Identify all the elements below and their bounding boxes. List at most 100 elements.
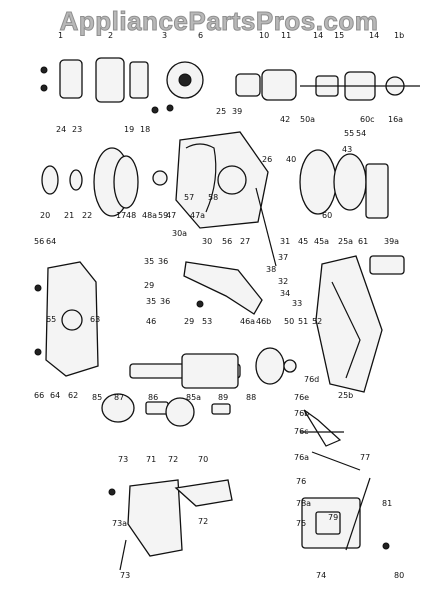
part-label-54: 54 bbox=[356, 129, 366, 138]
part-label-30: 30 bbox=[202, 237, 212, 246]
part-label-73a: 73a bbox=[112, 519, 127, 528]
part-label-1b: 1b bbox=[394, 31, 404, 40]
part-label-70: 70 bbox=[198, 455, 208, 464]
switch-panel bbox=[301, 477, 390, 551]
shaft-bearing-assembly bbox=[235, 69, 420, 101]
part-label-66: 66 bbox=[34, 391, 44, 400]
part-label-32: 32 bbox=[278, 277, 288, 286]
part-label-35: 35 bbox=[146, 297, 156, 306]
part-label-72: 72 bbox=[168, 455, 178, 464]
part-label-85a: 85a bbox=[186, 393, 201, 402]
part-label-18: 18 bbox=[140, 125, 150, 134]
part-label-58: 58 bbox=[208, 193, 218, 202]
part-label-76: 76 bbox=[296, 477, 306, 486]
part-label-45a: 45a bbox=[314, 237, 329, 246]
part-label-25b: 25b bbox=[338, 391, 353, 400]
part-label-15: 15 bbox=[334, 31, 344, 40]
part-label-60: 60 bbox=[322, 211, 332, 220]
part-label-1: 1 bbox=[58, 31, 63, 40]
part-label-72: 72 bbox=[198, 517, 208, 526]
gear-housing-left bbox=[34, 261, 99, 377]
part-label-39a: 39a bbox=[384, 237, 399, 246]
part-label-47a: 47a bbox=[190, 211, 205, 220]
part-label-6: 6 bbox=[198, 31, 203, 40]
part-label-57: 57 bbox=[184, 193, 194, 202]
part-label-56: 56 bbox=[222, 237, 232, 246]
part-label-34: 34 bbox=[280, 289, 290, 298]
part-label-11: 11 bbox=[281, 31, 291, 40]
part-label-50: 50 bbox=[284, 317, 294, 326]
part-label-36: 36 bbox=[160, 297, 170, 306]
clutch-cover bbox=[315, 255, 405, 393]
part-label-19: 19 bbox=[124, 125, 134, 134]
brush-holder-assembly bbox=[40, 57, 204, 114]
part-label-39: 39 bbox=[232, 107, 242, 116]
part-label-45: 45 bbox=[298, 237, 308, 246]
part-label-25: 25 bbox=[216, 107, 226, 116]
part-label-76e: 76e bbox=[294, 393, 309, 402]
part-label-38: 38 bbox=[266, 265, 276, 274]
part-label-76c: 76c bbox=[294, 427, 309, 436]
part-label-16a: 16a bbox=[388, 115, 403, 124]
part-label-14: 14 bbox=[369, 31, 379, 40]
drive-shaft-assembly bbox=[129, 347, 297, 389]
part-label-74: 74 bbox=[316, 571, 326, 580]
part-label-63: 63 bbox=[90, 315, 100, 324]
coupling-parts bbox=[101, 393, 231, 427]
part-label-46a: 46a bbox=[240, 317, 255, 326]
part-label-2: 2 bbox=[108, 31, 113, 40]
part-label-29: 29 bbox=[144, 281, 154, 290]
part-label-88: 88 bbox=[246, 393, 256, 402]
part-label-26: 26 bbox=[262, 155, 272, 164]
part-label-17: 17 bbox=[116, 211, 126, 220]
part-label-48: 48 bbox=[126, 211, 136, 220]
part-label-29: 29 bbox=[184, 317, 194, 326]
part-label-3: 3 bbox=[162, 31, 167, 40]
part-label-46b: 46b bbox=[256, 317, 271, 326]
part-label-50a: 50a bbox=[300, 115, 315, 124]
part-label-76d: 76d bbox=[304, 375, 319, 384]
end-shield-assembly bbox=[299, 149, 389, 219]
part-label-25a: 25a bbox=[338, 237, 353, 246]
part-label-78a: 78a bbox=[296, 499, 311, 508]
part-label-60c: 60c bbox=[360, 115, 375, 124]
part-label-76b: 76b bbox=[294, 409, 309, 418]
part-label-51: 51 bbox=[298, 317, 308, 326]
part-label-53: 53 bbox=[202, 317, 212, 326]
bottom-bracket bbox=[108, 479, 233, 571]
part-label-73: 73 bbox=[118, 455, 128, 464]
part-label-86: 86 bbox=[148, 393, 158, 402]
part-label-59: 59 bbox=[158, 211, 168, 220]
lever-linkage bbox=[183, 187, 277, 315]
spring-lever-parts bbox=[300, 409, 361, 471]
part-label-85: 85 bbox=[92, 393, 102, 402]
part-label-52: 52 bbox=[312, 317, 322, 326]
part-label-47: 47 bbox=[166, 211, 176, 220]
part-label-35: 35 bbox=[144, 257, 154, 266]
part-label-79: 79 bbox=[328, 513, 338, 522]
part-label-62: 62 bbox=[68, 391, 78, 400]
part-label-42: 42 bbox=[280, 115, 290, 124]
part-label-64: 64 bbox=[50, 391, 60, 400]
part-label-22: 22 bbox=[82, 211, 92, 220]
part-label-33: 33 bbox=[292, 299, 302, 308]
part-label-77: 77 bbox=[360, 453, 370, 462]
watermark-logo: AppliancePartsPros.com bbox=[59, 6, 379, 37]
part-label-40: 40 bbox=[286, 155, 296, 164]
part-label-23: 23 bbox=[72, 125, 82, 134]
part-label-61: 61 bbox=[358, 237, 368, 246]
part-label-37: 37 bbox=[278, 253, 288, 262]
part-label-75: 75 bbox=[296, 519, 306, 528]
part-label-43: 43 bbox=[342, 145, 352, 154]
part-label-30a: 30a bbox=[172, 229, 187, 238]
part-label-46: 46 bbox=[146, 317, 156, 326]
part-label-56: 56 bbox=[34, 237, 44, 246]
part-label-80: 80 bbox=[394, 571, 404, 580]
part-label-21: 21 bbox=[64, 211, 74, 220]
part-label-73: 73 bbox=[120, 571, 130, 580]
part-label-20: 20 bbox=[40, 211, 50, 220]
part-label-14: 14 bbox=[313, 31, 323, 40]
part-label-48a: 48a bbox=[142, 211, 157, 220]
part-label-10: 10 bbox=[259, 31, 269, 40]
